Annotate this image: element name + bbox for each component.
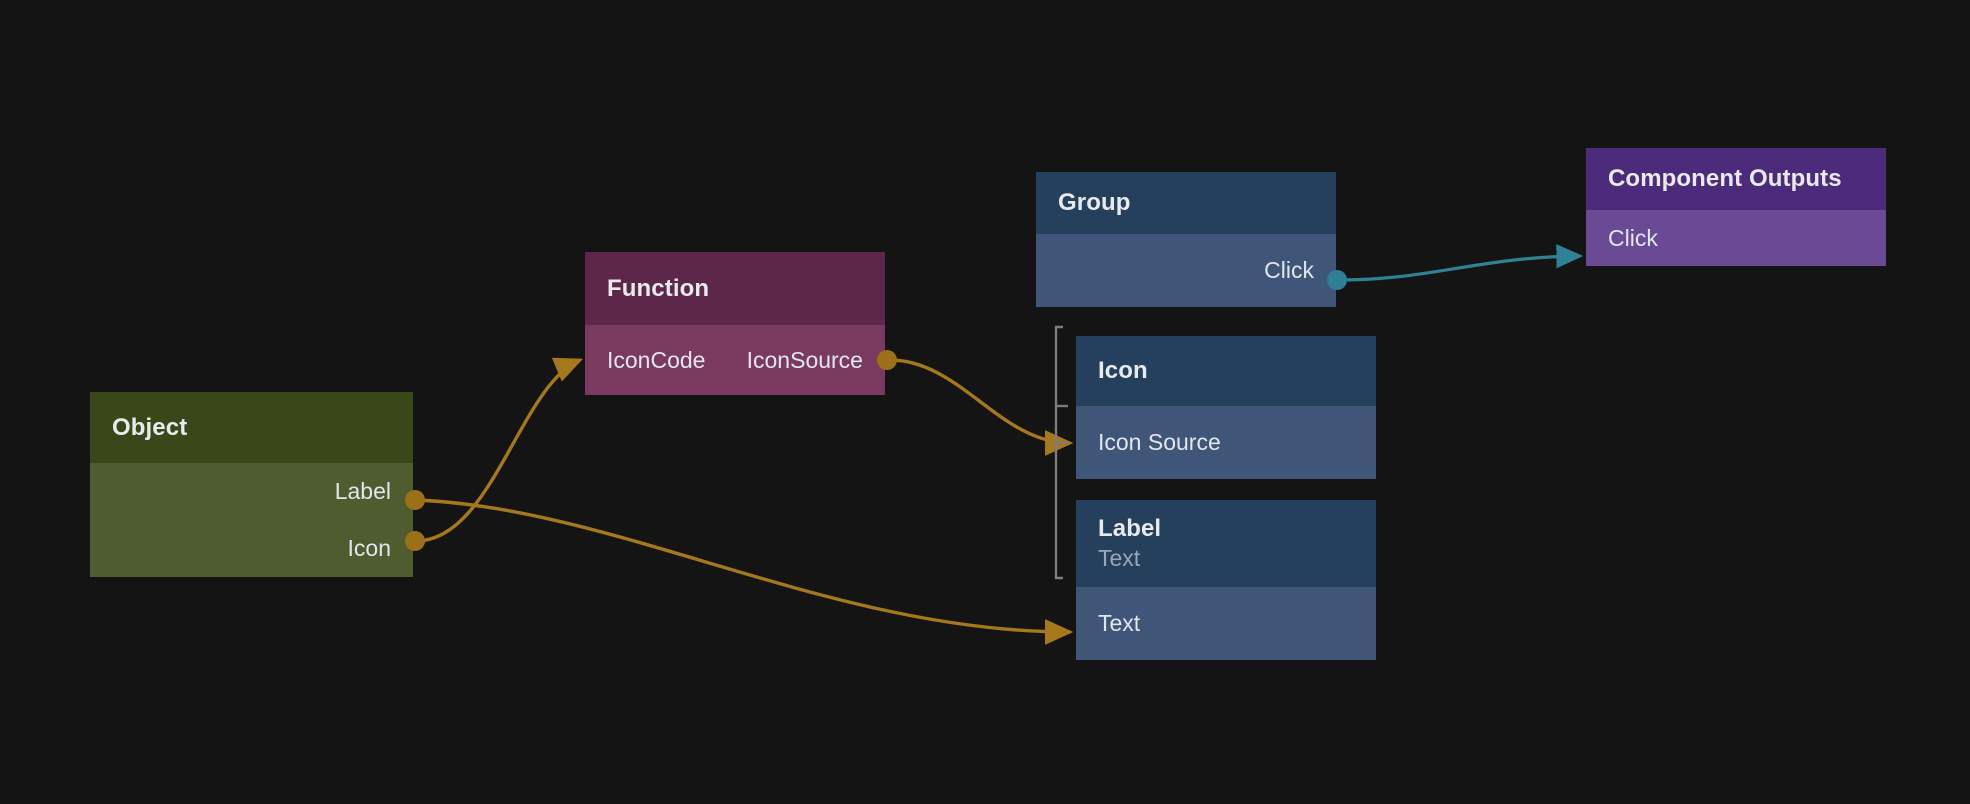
port-label-label-text: Text [1098,610,1141,636]
node-label-subtitle: Text [1098,545,1141,572]
node-icon-header[interactable]: Icon [1076,336,1376,406]
port-row-function-ports[interactable]: IconCode IconSource [585,325,885,395]
port-label-function-iconsource: IconSource [746,346,863,373]
node-component-outputs-header[interactable]: Component Outputs [1586,148,1886,210]
port-dot-object-icon-out[interactable] [405,531,425,551]
node-component-outputs-body: Click [1586,210,1886,266]
port-label-function-iconcode: IconCode [607,346,706,373]
node-object-title: Object [112,413,188,441]
port-row-label-text[interactable]: Text [1076,587,1376,660]
node-group-title: Group [1058,189,1131,217]
port-dot-function-iconsource-out[interactable] [877,350,897,370]
port-label-object-label: Label [334,478,391,504]
node-function[interactable]: Function IconCode IconSource [585,252,885,395]
node-icon-title: Icon [1098,357,1148,385]
node-label[interactable]: Label Text Text [1076,500,1376,660]
edge-object-label-to-label-text [415,498,1074,645]
node-label-title: Label [1098,515,1162,543]
node-function-body: IconCode IconSource [585,325,885,395]
group-bracket [1054,325,1068,580]
edge-group-click-to-component-outputs-click [1339,244,1584,282]
node-object[interactable]: Object Label Icon [90,392,413,577]
port-row-icon-source[interactable]: Icon Source [1076,406,1376,479]
node-group-header[interactable]: Group [1036,172,1336,234]
port-label-group-click: Click [1264,257,1314,283]
edge-function-iconsource-to-icon-source [889,358,1074,456]
port-row-object-icon[interactable]: Icon [90,520,413,577]
node-label-header[interactable]: Label Text [1076,500,1376,587]
edge-object-icon-to-function-iconcode [415,357,584,543]
node-component-outputs[interactable]: Component Outputs Click [1586,148,1886,266]
port-dot-group-click-out[interactable] [1327,270,1347,290]
port-label-icon-source: Icon Source [1098,429,1221,455]
node-component-outputs-title: Component Outputs [1608,165,1842,193]
port-row-object-label[interactable]: Label [90,463,413,520]
node-icon-body: Icon Source [1076,406,1376,479]
node-group-body: Click [1036,234,1336,307]
port-row-group-click[interactable]: Click [1036,234,1336,307]
node-function-title: Function [607,274,710,302]
node-function-header[interactable]: Function [585,252,885,325]
node-group[interactable]: Group Click [1036,172,1336,307]
node-object-body: Label Icon [90,463,413,577]
node-icon[interactable]: Icon Icon Source [1076,336,1376,479]
port-row-component-outputs-click[interactable]: Click [1586,210,1886,266]
port-label-object-icon: Icon [347,535,391,561]
port-label-component-outputs-click: Click [1608,224,1658,251]
node-label-body: Text [1076,587,1376,660]
port-dot-object-label-out[interactable] [405,490,425,510]
node-object-header[interactable]: Object [90,392,413,463]
